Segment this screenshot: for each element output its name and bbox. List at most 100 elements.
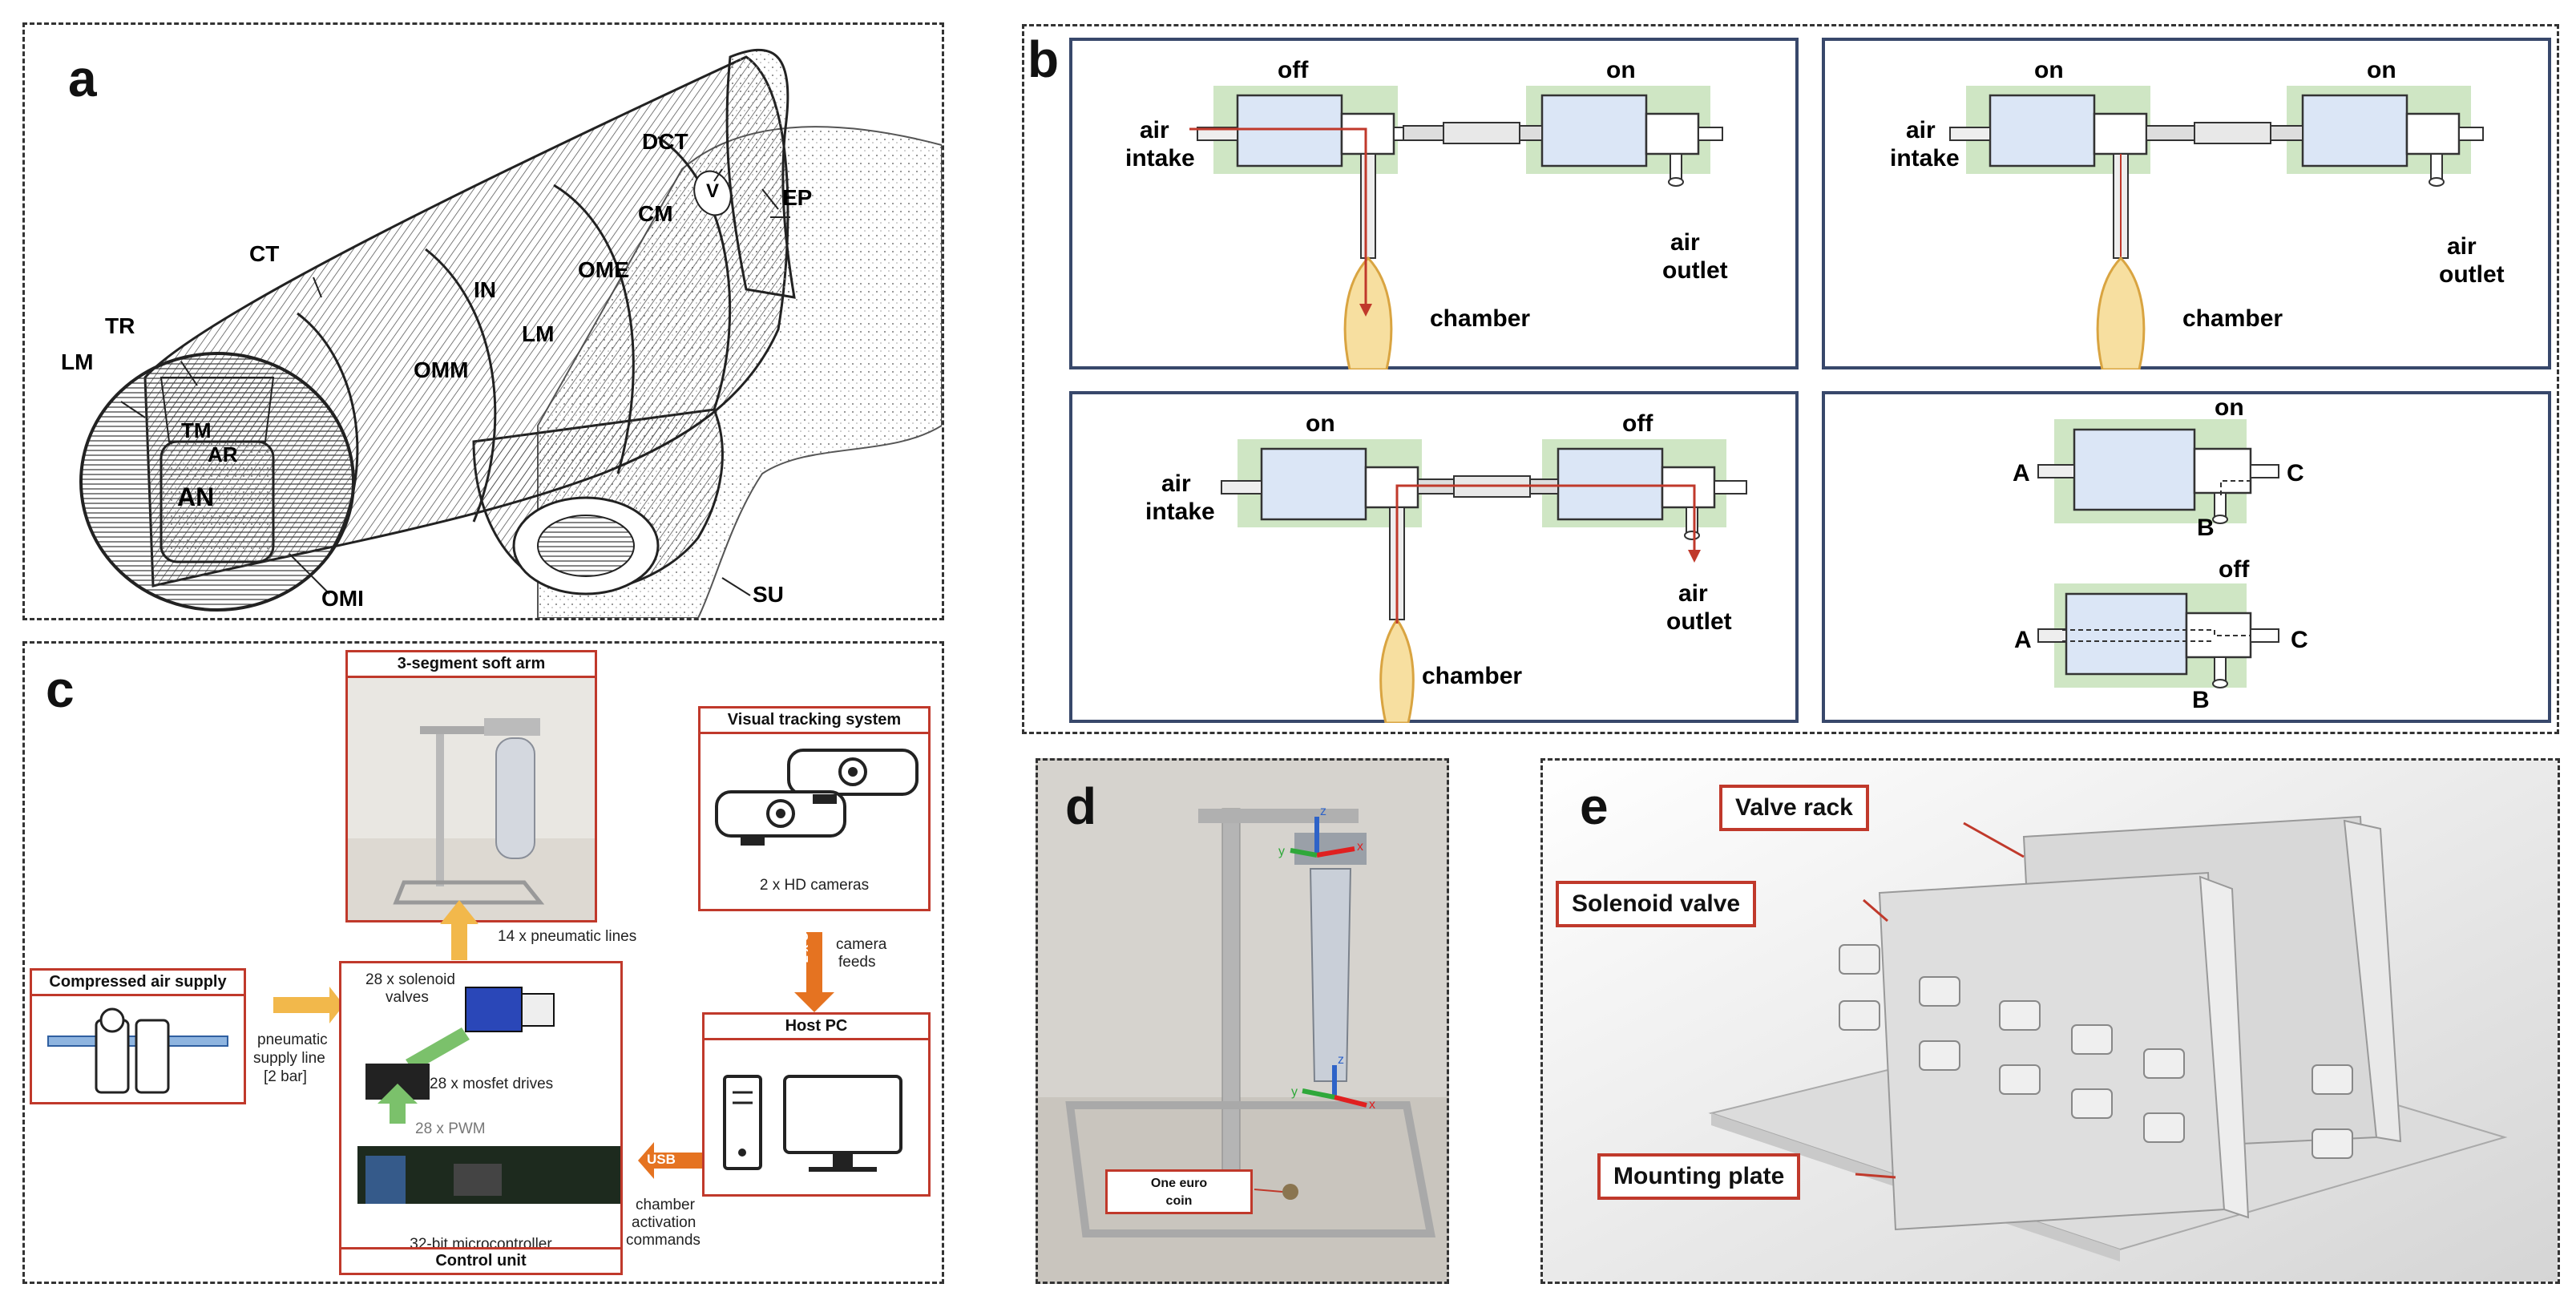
label-omm: OMM	[414, 357, 468, 382]
b4-port-c-top: C	[2287, 460, 2304, 486]
mosfet-label: 28 x mosfet drives	[430, 1076, 554, 1092]
coin-callout: One euro coin	[1105, 1169, 1253, 1214]
b2-air-intake-1: air	[1906, 117, 1936, 143]
label-ct: CT	[249, 241, 279, 266]
b2-chamber: chamber	[2182, 305, 2283, 332]
axis-z-top: z	[1320, 805, 1326, 818]
axis-x-top: x	[1357, 840, 1363, 854]
anatomy-illustration: DCT EP CM V CT OME IN TR LM LM OMM TM AR…	[61, 48, 942, 618]
b3-state-left: on	[1306, 410, 1335, 437]
panel-c-label: c	[46, 660, 75, 718]
panel-e-label: e	[1580, 777, 1609, 835]
panel-d-label: d	[1065, 777, 1097, 835]
label-tr: TR	[105, 313, 135, 338]
b3-chamber: chamber	[1422, 663, 1522, 689]
supply-line-3: [2 bar]	[264, 1068, 307, 1085]
axis-y-top: y	[1278, 845, 1285, 858]
label-ome: OME	[578, 257, 629, 282]
b4-port-a-top: A	[2013, 460, 2030, 486]
label-an: AN	[177, 482, 214, 511]
coin-line1: One euro	[1150, 1177, 1208, 1190]
label-cm: CM	[638, 201, 673, 226]
b1-state-right: on	[1606, 57, 1636, 83]
panel-e: e Valve rack Solenoid valve Mounting pla…	[1540, 758, 2560, 1284]
pneumatic-lines-label: 14 x pneumatic lines	[498, 928, 637, 945]
b1-chamber: chamber	[1430, 305, 1530, 332]
panel-b-label: b	[1028, 30, 1060, 88]
supply-line-1: pneumatic	[257, 1031, 328, 1048]
control-unit-graphic	[357, 987, 620, 1204]
supply-line-2: supply line	[253, 1050, 325, 1067]
cameras-icon	[715, 749, 919, 846]
axis-x-bottom: x	[1369, 1098, 1375, 1112]
b4-state-off: off	[2219, 556, 2250, 583]
b1-state-left: off	[1278, 57, 1309, 83]
label-ar: AR	[208, 442, 238, 466]
chamber-activation-line3: commands	[626, 1232, 701, 1249]
compressed-air-box: Compressed air supply	[30, 968, 246, 1104]
solenoid-valves-line2: valves	[386, 989, 429, 1006]
b3-state-right: off	[1622, 410, 1653, 437]
soft-arm-box: 3-segment soft arm	[345, 650, 597, 922]
panel-a-label: a	[68, 50, 97, 107]
b3-air-outlet-1: air	[1678, 580, 1708, 607]
label-v: V	[706, 180, 719, 202]
valve-rack-callout: Valve rack	[1719, 785, 1869, 831]
visual-tracking-title: Visual tracking system	[701, 708, 928, 734]
b2-air-outlet-1: air	[2447, 233, 2477, 260]
b3-air-intake-1: air	[1161, 470, 1191, 497]
panel-a: a	[22, 22, 944, 620]
b4-port-b-top: B	[2197, 515, 2215, 541]
b4-port-c-bottom: C	[2291, 627, 2308, 653]
b3-air-outlet-2: outlet	[1666, 608, 1732, 635]
usb-vertical-label: 2 x USB	[797, 914, 811, 963]
b4-state-on: on	[2215, 394, 2244, 421]
air-filter-icon	[47, 1007, 228, 1094]
soft-arm-photo	[348, 678, 595, 920]
b2-state-left: on	[2034, 57, 2064, 83]
axis-z-bottom: z	[1338, 1053, 1344, 1067]
host-pc-box: Host PC	[702, 1012, 931, 1197]
valve-diagram-2: on on air intake chamber air outlet	[1822, 38, 2551, 369]
valve-diagram-4: on off A C B A C B	[1822, 391, 2551, 723]
soft-arm-title: 3-segment soft arm	[348, 652, 595, 678]
b2-air-outlet-2: outlet	[2439, 261, 2505, 288]
valve-rack-render	[1543, 761, 2558, 1282]
usb-label: USB	[647, 1152, 676, 1167]
label-ep: EP	[782, 185, 812, 210]
b1-air-intake-1: air	[1140, 117, 1169, 143]
b1-air-outlet-2: outlet	[1662, 257, 1728, 284]
camera-feeds-line2: feeds	[838, 954, 876, 971]
label-omi: OMI	[321, 586, 364, 611]
chamber-activation-line1: chamber	[636, 1197, 695, 1213]
label-tm: TM	[181, 418, 212, 442]
cameras-label: 2 x HD cameras	[759, 877, 870, 894]
b2-state-right: on	[2367, 57, 2396, 83]
valve-diagram-3: on off air intake chamber air outlet	[1069, 391, 1799, 723]
computer-icon	[723, 1075, 902, 1172]
valve-diagram-1: off on air intake chamber air outlet	[1069, 38, 1799, 369]
b1-air-outlet-1: air	[1670, 229, 1700, 256]
coin-line2: coin	[1165, 1194, 1193, 1208]
label-dct: DCT	[642, 129, 688, 154]
chamber-activation-line2: activation	[632, 1214, 696, 1231]
b3-air-intake-2: intake	[1145, 499, 1215, 525]
visual-tracking-box: Visual tracking system 2 x HD cameras	[698, 706, 931, 911]
control-unit-box: 28 x solenoid valves 28 x mosfet drives …	[339, 961, 623, 1275]
b1-air-intake-2: intake	[1125, 145, 1195, 172]
mounting-plate-callout: Mounting plate	[1597, 1153, 1801, 1200]
panel-b: b off on air intake chamber air outlet	[1022, 24, 2559, 734]
b4-port-b-bottom: B	[2192, 687, 2210, 713]
host-pc-title: Host PC	[705, 1015, 928, 1040]
panel-c: c 3-segment soft arm Visual tracking sys…	[22, 641, 944, 1284]
label-lm-left: LM	[61, 349, 93, 374]
label-lm-right: LM	[522, 321, 554, 346]
arrows-c	[273, 900, 834, 1179]
pwm-label: 28 x PWM	[415, 1120, 486, 1137]
b4-port-a-bottom: A	[2014, 627, 2032, 653]
solenoid-valves-line1: 28 x solenoid	[365, 971, 455, 988]
compressed-air-title: Compressed air supply	[32, 971, 244, 996]
label-su: SU	[753, 582, 784, 607]
panel-d: z x y z x y d One euro coin	[1036, 758, 1449, 1284]
control-unit-title: Control unit	[341, 1247, 620, 1273]
